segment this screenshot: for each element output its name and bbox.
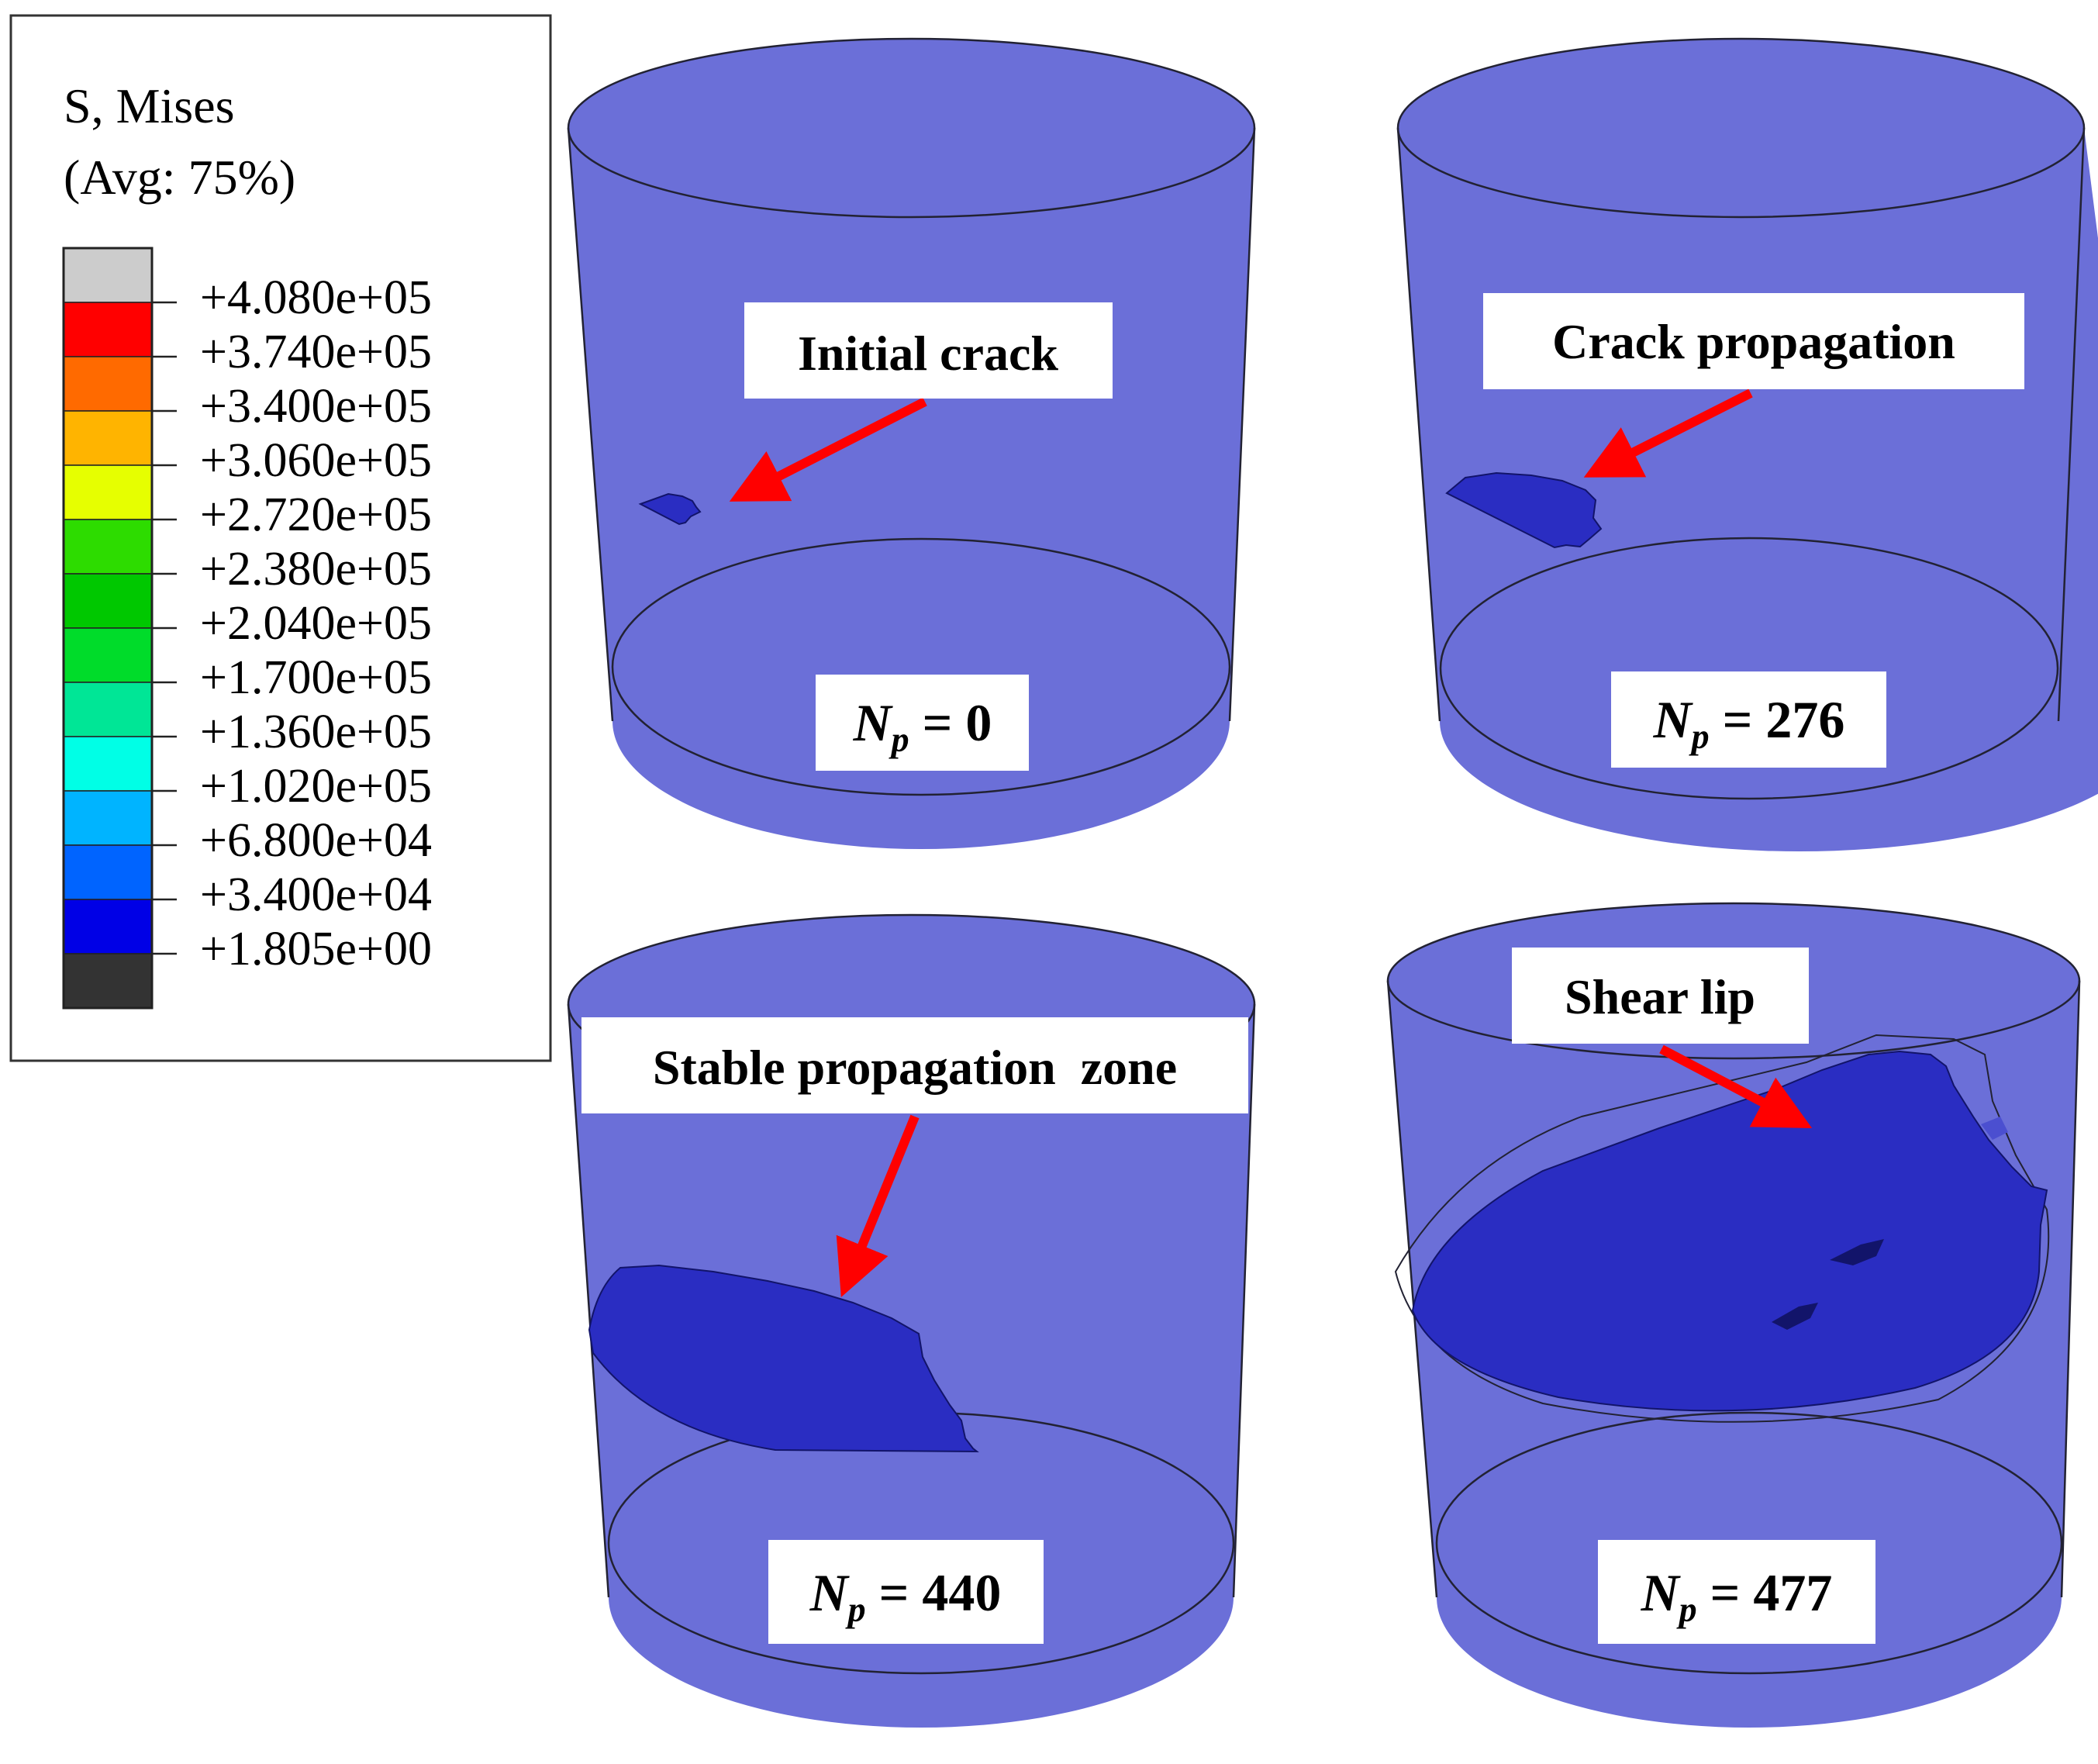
cylinder-bottom-outline bbox=[1439, 537, 2059, 800]
legend-value-4: +2.720e+05 bbox=[200, 488, 432, 541]
panel-np-276: Crack propagation Np = 276 bbox=[1396, 37, 2098, 851]
cylinder-bottom-outline bbox=[611, 537, 1231, 796]
cylinder-side-outline bbox=[1396, 127, 2086, 722]
cylinder-top-face bbox=[567, 37, 1256, 219]
cylinder-bottom-outline bbox=[1435, 1411, 2063, 1675]
legend-band-12 bbox=[63, 899, 153, 954]
legend-value-11: +3.400e+04 bbox=[200, 868, 432, 921]
legend-band-4 bbox=[63, 464, 153, 520]
cylinder-side-outline bbox=[567, 1003, 1256, 1598]
crack-surface bbox=[588, 1264, 979, 1453]
cylinder-top-face bbox=[1396, 37, 2086, 219]
np-label: Np = 477 bbox=[1641, 1563, 1833, 1629]
np-value: = 0 bbox=[909, 693, 992, 752]
crack-surface bbox=[1445, 471, 1603, 549]
cylinder-side-outline bbox=[567, 127, 1256, 722]
shear-lip-fragment bbox=[1981, 1117, 2008, 1140]
annotation-arrow bbox=[1659, 1044, 1813, 1129]
annotation-arrow bbox=[836, 1114, 920, 1297]
np-label: Np = 440 bbox=[809, 1563, 1002, 1629]
legend-band-9 bbox=[63, 736, 153, 792]
np-symbol: N bbox=[1653, 690, 1694, 749]
legend-value-12: +1.805e+00 bbox=[200, 923, 432, 975]
legend-value-labels: +4.080e+05 +3.740e+05 +3.400e+05 +3.060e… bbox=[200, 271, 432, 975]
annotation-box bbox=[744, 302, 1113, 399]
np-value: = 440 bbox=[866, 1563, 1002, 1622]
np-label: Np = 276 bbox=[1653, 690, 1845, 756]
shear-lip-fragment bbox=[1772, 1303, 1818, 1330]
shear-lip-outline bbox=[1394, 1034, 2050, 1423]
np-label-box bbox=[1598, 1540, 1875, 1644]
legend-value-7: +1.700e+05 bbox=[200, 651, 432, 704]
legend-band-11 bbox=[63, 844, 153, 900]
cylinder-side-outline bbox=[1386, 980, 2081, 1598]
np-subscript: p bbox=[1689, 716, 1710, 756]
np-label-box bbox=[1611, 671, 1886, 768]
legend-value-5: +2.380e+05 bbox=[200, 543, 432, 595]
np-symbol: N bbox=[1641, 1563, 1682, 1622]
annotation-label: Initial crack bbox=[798, 326, 1058, 381]
np-subscript: p bbox=[1676, 1590, 1697, 1629]
annotation-arrow bbox=[1583, 388, 1753, 478]
np-value: = 477 bbox=[1697, 1563, 1833, 1622]
np-subscript: p bbox=[889, 720, 909, 759]
legend-title-line1: S, Mises bbox=[64, 78, 235, 133]
legend-band-5 bbox=[63, 519, 153, 575]
panel-np-0: Initial crack Np = 0 bbox=[567, 37, 1256, 849]
np-symbol: N bbox=[809, 1563, 851, 1622]
legend-band-3 bbox=[63, 410, 153, 466]
legend: S, Mises (Avg: 75%) +4.080e+05 +3.740e+0… bbox=[9, 14, 552, 1062]
annotation-label: Stable propagation zone bbox=[653, 1040, 1177, 1095]
legend-value-2: +3.400e+05 bbox=[200, 380, 432, 433]
crack-surface bbox=[638, 492, 702, 526]
panel-np-440: Stable propagation zone Np = 440 bbox=[567, 913, 1256, 1728]
legend-value-1: +3.740e+05 bbox=[200, 326, 432, 378]
legend-band-13 bbox=[63, 953, 153, 1009]
legend-value-0: +4.080e+05 bbox=[200, 271, 432, 324]
legend-band-1 bbox=[63, 302, 153, 357]
legend-value-9: +1.020e+05 bbox=[200, 760, 432, 813]
crack-surface bbox=[1411, 1050, 2048, 1412]
np-symbol: N bbox=[853, 693, 894, 752]
legend-value-6: +2.040e+05 bbox=[200, 597, 432, 650]
annotation-box bbox=[1512, 948, 1809, 1044]
legend-band-0 bbox=[63, 247, 153, 303]
panel-np-477: Shear lip Np = 477 bbox=[1386, 902, 2081, 1728]
annotation-arrow bbox=[729, 397, 927, 502]
np-label-box bbox=[768, 1540, 1044, 1644]
annotation-box bbox=[1483, 293, 2024, 389]
legend-value-10: +6.800e+04 bbox=[200, 814, 432, 867]
np-label-box bbox=[816, 675, 1029, 771]
np-label: Np = 0 bbox=[853, 693, 992, 759]
legend-title-line2: (Avg: 75%) bbox=[64, 150, 295, 205]
np-value: = 276 bbox=[1710, 690, 1845, 749]
legend-band-10 bbox=[63, 790, 153, 846]
legend-band-2 bbox=[63, 356, 153, 412]
legend-color-bands bbox=[62, 247, 177, 1010]
annotation-label: Shear lip bbox=[1565, 969, 1755, 1024]
legend-value-3: +3.060e+05 bbox=[200, 434, 432, 487]
legend-band-6 bbox=[63, 573, 153, 629]
legend-band-8 bbox=[63, 682, 153, 737]
annotation-box bbox=[581, 1017, 1248, 1113]
np-subscript: p bbox=[845, 1590, 866, 1629]
annotation-label: Crack propagation bbox=[1552, 314, 1955, 369]
legend-band-7 bbox=[63, 627, 153, 683]
legend-value-8: +1.360e+05 bbox=[200, 706, 432, 758]
shear-lip-fragment bbox=[1830, 1239, 1884, 1265]
